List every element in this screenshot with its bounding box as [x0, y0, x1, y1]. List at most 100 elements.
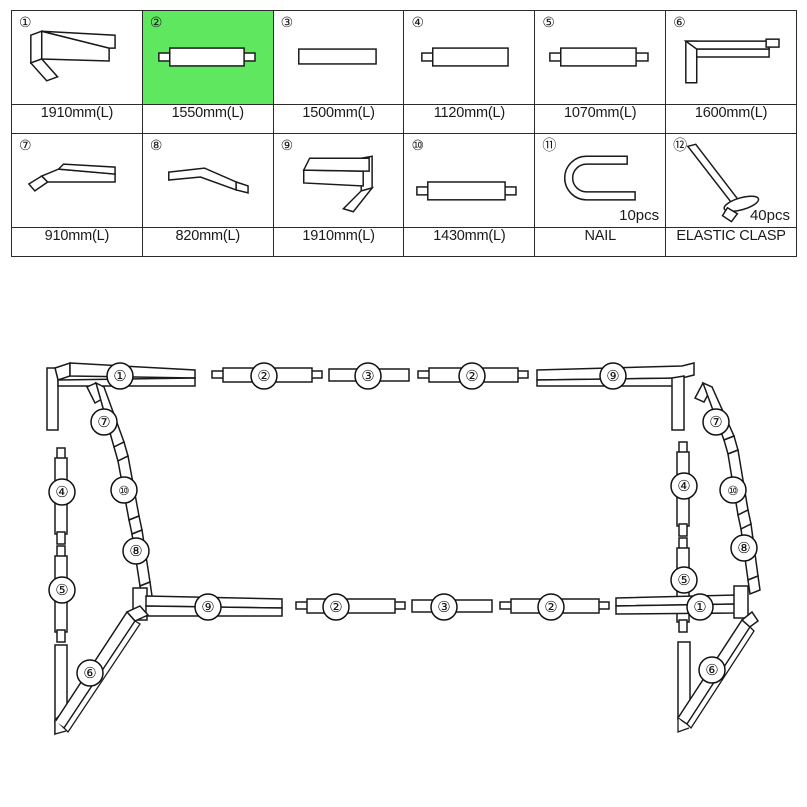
callout-bottom-5[interactable]: ① — [686, 593, 714, 621]
part-label-4: 1120mm(L) — [403, 104, 536, 134]
callout-label: ⑥ — [83, 666, 96, 682]
callout-label: ⑨ — [606, 369, 619, 385]
part-cell-4[interactable]: ④ — [403, 10, 536, 105]
callout-label: ② — [329, 600, 342, 616]
part-label-5: 1070mm(L) — [534, 104, 667, 134]
part-label-2: 1550mm(L) — [141, 104, 274, 134]
part-number-10: ⑩ — [411, 137, 425, 153]
callout-right-diagonal-3[interactable]: ⑧ — [730, 534, 758, 562]
part-label-11: NAIL — [534, 227, 667, 257]
part-cell-5[interactable]: ⑤ — [534, 10, 667, 105]
part-label-8: 820mm(L) — [141, 227, 274, 257]
callout-label: ⑩ — [727, 484, 738, 498]
parts-row-labels-1: 1910mm(L) 1550mm(L) 1500mm(L) 1120mm(L) … — [11, 104, 797, 134]
callout-label: ⑦ — [709, 415, 722, 431]
callout-label: ⑩ — [118, 484, 129, 498]
bent-tube-short-icon — [167, 167, 249, 194]
part-label-3: 1500mm(L) — [272, 104, 405, 134]
part-label-1: 1910mm(L) — [11, 104, 143, 134]
callout-bottom-4[interactable]: ② — [537, 593, 565, 621]
part-label-6: 1600mm(L) — [665, 104, 797, 134]
part-label-12: ELASTIC CLASP — [665, 227, 797, 257]
part-number-11: ⑪ — [542, 137, 557, 153]
callout-right-brace[interactable]: ⑥ — [698, 656, 726, 684]
part-number-6: ⑥ — [673, 14, 686, 30]
part-cell-11[interactable]: ⑪ 10pcs — [534, 133, 667, 228]
callout-top-2[interactable]: ② — [250, 362, 278, 390]
callout-right-diagonal-2[interactable]: ⑩ — [719, 476, 747, 504]
double-ferrule-tube-icon — [549, 47, 650, 67]
callout-top-4[interactable]: ② — [458, 362, 486, 390]
assembly-diagram-container: ① ② ③ ② ⑨ ⑨ ② ③ — [0, 290, 807, 807]
parts-table-container: ① ② ③ — [11, 10, 797, 257]
callout-label: ① — [693, 600, 706, 616]
callout-bottom-2[interactable]: ② — [322, 593, 350, 621]
part-cell-8[interactable]: ⑧ — [141, 133, 274, 228]
callout-label: ⑧ — [129, 544, 142, 560]
double-ferrule-tube-icon — [416, 181, 518, 201]
part-number-7: ⑦ — [19, 137, 32, 153]
callout-left-diagonal-3[interactable]: ⑧ — [122, 537, 150, 565]
part-cell-3[interactable]: ③ — [272, 10, 405, 105]
parts-row-images-2: ⑦ ⑧ ⑨ — [11, 133, 797, 228]
l-corner-tube-icon — [683, 38, 780, 84]
part-number-12: ⑫ — [673, 137, 688, 153]
elbow-tube-icon — [29, 30, 116, 82]
part-cell-10[interactable]: ⑩ — [403, 133, 536, 228]
callout-label: ⑤ — [55, 583, 68, 599]
callout-label: ② — [257, 369, 270, 385]
tee-elbow-tube-icon — [302, 155, 374, 213]
callout-label: ④ — [55, 485, 68, 501]
parts-row-labels-2: 910mm(L) 820mm(L) 1910mm(L) 1430mm(L) NA… — [11, 227, 797, 257]
callout-left-brace[interactable]: ⑥ — [76, 659, 104, 687]
callout-top-1[interactable]: ① — [106, 362, 134, 390]
part-qty-12: 40pcs — [749, 207, 790, 224]
callout-label: ⑨ — [201, 600, 214, 616]
parts-table: ① ② ③ — [11, 10, 797, 257]
left-ground-line — [54, 720, 67, 735]
part-cell-2[interactable]: ② — [141, 10, 274, 105]
part-cell-6[interactable]: ⑥ — [665, 10, 797, 105]
callout-label: ③ — [437, 600, 450, 616]
part-number-9: ⑨ — [280, 137, 294, 153]
callout-label: ⑧ — [737, 541, 750, 557]
single-ferrule-tube-icon — [421, 47, 510, 67]
callout-left-leg-1[interactable]: ④ — [48, 478, 76, 506]
callout-left-diagonal-2[interactable]: ⑩ — [110, 476, 138, 504]
callout-label: ② — [465, 369, 478, 385]
elastic-clasp-icon — [686, 143, 760, 223]
part-number-8: ⑧ — [149, 137, 163, 153]
u-nail-icon — [564, 155, 637, 201]
callout-right-leg-1[interactable]: ④ — [670, 472, 698, 500]
callout-label: ⑦ — [97, 415, 110, 431]
callout-right-diagonal-1[interactable]: ⑦ — [702, 408, 730, 436]
callout-right-leg-2[interactable]: ⑤ — [670, 566, 698, 594]
double-ferrule-tube-icon — [157, 47, 256, 67]
parts-row-images-1: ① ② ③ — [11, 10, 797, 105]
part-number-1: ① — [19, 14, 32, 30]
part-cell-12[interactable]: ⑫ 40pcs — [665, 133, 797, 228]
part-label-7: 910mm(L) — [11, 227, 143, 257]
callout-top-3[interactable]: ③ — [354, 362, 382, 390]
part-number-5: ⑤ — [542, 14, 555, 30]
callout-left-leg-2[interactable]: ⑤ — [48, 576, 76, 604]
callout-label: ③ — [361, 369, 374, 385]
callout-label: ① — [113, 369, 126, 385]
part-cell-7[interactable]: ⑦ — [11, 133, 143, 228]
part-number-2: ② — [149, 14, 163, 30]
part-cell-1[interactable]: ① — [11, 10, 143, 105]
callout-bottom-1[interactable]: ⑨ — [194, 593, 222, 621]
part-cell-9[interactable]: ⑨ — [272, 133, 405, 228]
callout-label: ④ — [677, 479, 690, 495]
callout-label: ⑥ — [705, 663, 718, 679]
bottom-rail-segment-2a — [295, 598, 406, 614]
part-number-4: ④ — [411, 14, 425, 30]
callout-bottom-3[interactable]: ③ — [430, 593, 458, 621]
part-label-9: 1910mm(L) — [272, 227, 405, 257]
callout-left-diagonal-1[interactable]: ⑦ — [90, 408, 118, 436]
part-qty-11: 10pcs — [619, 207, 660, 224]
right-ground-line — [677, 718, 690, 733]
callout-label: ② — [544, 600, 557, 616]
callout-label: ⑤ — [677, 573, 690, 589]
callout-top-5[interactable]: ⑨ — [599, 362, 627, 390]
